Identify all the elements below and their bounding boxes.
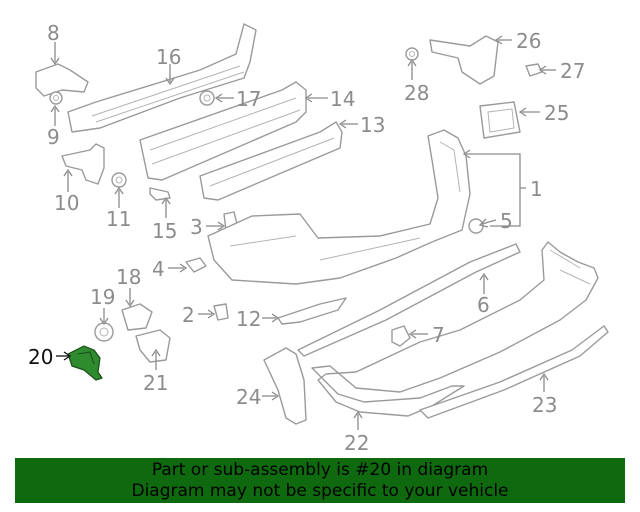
callout-5: 5	[500, 209, 513, 233]
callout-12: 12	[236, 307, 261, 331]
callout-18: 18	[116, 265, 141, 289]
part-11-nut	[111, 172, 127, 188]
callout-3: 3	[190, 215, 203, 239]
part-7-bracket	[391, 325, 411, 347]
parts-diagram: 8 16 9 17 14 13 10 11 15 3 4 18 19 2 12 …	[28, 21, 609, 455]
callout-4: 4	[152, 257, 165, 281]
part-15-bolt	[149, 187, 171, 201]
part-13-lower-absorber	[199, 121, 343, 201]
info-banner: Part or sub-assembly is #20 in diagram D…	[15, 458, 625, 503]
callout-10: 10	[54, 191, 79, 215]
part-16-reinforcement	[67, 23, 257, 133]
part-5-sensor	[468, 218, 484, 234]
callout-15: 15	[152, 219, 177, 243]
part-8-bracket	[35, 63, 89, 97]
callout-1: 1	[530, 177, 543, 201]
part-23-diffuser	[419, 325, 609, 419]
callout-7: 7	[432, 323, 445, 347]
part-17-nut	[199, 90, 215, 106]
part-12-reflector	[277, 297, 347, 325]
callout-9: 9	[47, 125, 60, 149]
callout-labels: 8 16 9 17 14 13 10 11 15 3 4 18 19 2 12 …	[28, 21, 585, 455]
callout-27: 27	[560, 59, 585, 83]
callout-14: 14	[330, 87, 355, 111]
callout-6: 6	[477, 293, 490, 317]
callout-17: 17	[236, 87, 261, 111]
callout-20[interactable]: 20	[28, 345, 53, 369]
part-26-bracket	[429, 35, 499, 85]
part-18-holder	[121, 303, 153, 331]
part-28-nut	[405, 47, 419, 61]
callout-13: 13	[360, 113, 385, 137]
part-14-absorber	[139, 81, 307, 181]
part-6-trim-strip	[297, 243, 521, 357]
callout-8: 8	[47, 21, 60, 45]
part-4-clip	[185, 257, 207, 273]
callout-26: 26	[516, 29, 541, 53]
callout-19: 19	[90, 285, 115, 309]
callout-25: 25	[544, 101, 569, 125]
callout-21: 21	[143, 371, 168, 395]
part-25-cover	[479, 101, 521, 139]
part-21-bracket	[135, 329, 171, 363]
callout-28: 28	[404, 81, 429, 105]
callout-23: 23	[532, 393, 557, 417]
part-24-corner-trim	[263, 347, 307, 425]
part-19-ring	[94, 322, 114, 342]
callout-2: 2	[182, 303, 195, 327]
callout-11: 11	[106, 207, 131, 231]
leader-lines	[50, 35, 556, 430]
part-10-bracket	[61, 143, 105, 185]
banner-line-2: Diagram may not be specific to your vehi…	[131, 481, 509, 501]
banner-line-1: Part or sub-assembly is #20 in diagram	[151, 460, 489, 480]
part-1-bumper-cover	[207, 129, 471, 285]
callout-16: 16	[156, 45, 181, 69]
callout-22: 22	[344, 431, 369, 455]
callout-24: 24	[236, 385, 261, 409]
part-9-nut	[49, 91, 63, 105]
part-2-bolt	[213, 303, 229, 321]
part-22-lower-bumper	[311, 241, 599, 417]
part-20-highlighted[interactable]	[67, 345, 103, 381]
